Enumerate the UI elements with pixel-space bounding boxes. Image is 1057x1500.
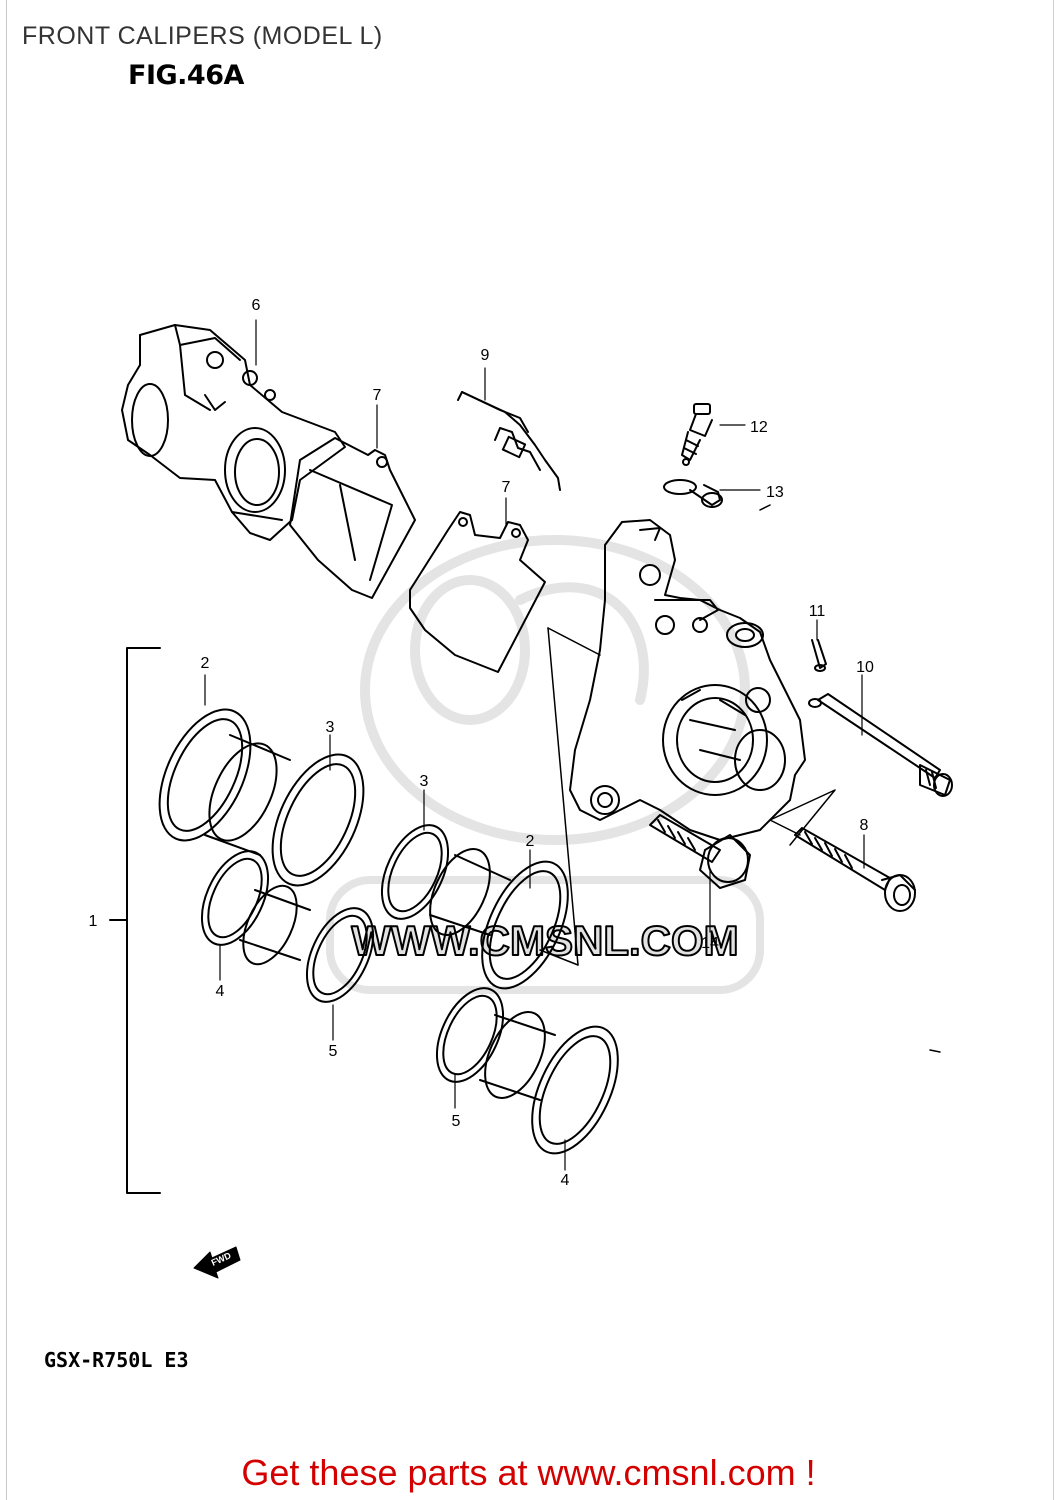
callout-1: 1 (89, 913, 98, 930)
callout-10: 10 (856, 659, 874, 676)
pin-clip-11 (811, 639, 827, 672)
piston-set-middle (380, 824, 569, 990)
model-code: GSX-R750L E3 (44, 1348, 189, 1372)
callout-leaders (204, 319, 865, 1171)
caliper-outer-half (121, 324, 346, 541)
callout-7-outer: 7 (373, 387, 382, 404)
figure-label: FIG.46A (128, 60, 244, 91)
callout-12: 12 (750, 419, 768, 436)
assembly-bracket-1 (126, 647, 161, 1194)
callout-9: 9 (481, 347, 490, 364)
pad-pin-10 (808, 693, 953, 797)
brake-pad-inner (409, 511, 546, 673)
callout-3-middle: 3 (420, 773, 429, 790)
callout-2-middle: 2 (526, 833, 535, 850)
callout-11: 11 (809, 603, 826, 620)
callout-7-inner: 7 (502, 479, 511, 496)
piston-set-lower-right (435, 987, 619, 1155)
callout-3-left: 3 (326, 719, 335, 736)
piston-set-left-upper (158, 708, 365, 887)
callout-6: 6 (252, 297, 261, 314)
callout-5-left: 5 (329, 1043, 338, 1060)
callout-4-left: 4 (216, 983, 225, 1000)
buy-parts-link[interactable]: Get these parts at www.cmsnl.com ! (241, 1452, 816, 1493)
bleeder-valve-12 (681, 403, 713, 466)
watermark-logo (326, 535, 764, 994)
bolt-8 (794, 827, 916, 912)
callout-5-right: 5 (452, 1113, 461, 1130)
assembly-guide-lines (539, 504, 941, 1053)
page-title: FRONT CALIPERS (MODEL L) (22, 22, 383, 50)
bolt-14 (649, 814, 751, 889)
bleeder-cap-13 (663, 479, 723, 508)
callout-2-left: 2 (201, 655, 210, 672)
callout-14: 14 (701, 935, 719, 952)
callout-4-right: 4 (561, 1172, 570, 1189)
piston-set-left-lower (200, 850, 375, 1003)
forward-direction-arrow-icon: FWD (193, 1246, 241, 1279)
callout-8: 8 (860, 817, 869, 834)
watermark-text: WWW.CMSNL.COM (351, 917, 738, 964)
caliper-inner-half (569, 519, 806, 841)
brake-pad-outer (289, 437, 416, 599)
pad-spring-9 (457, 391, 561, 491)
callout-13: 13 (766, 484, 784, 501)
